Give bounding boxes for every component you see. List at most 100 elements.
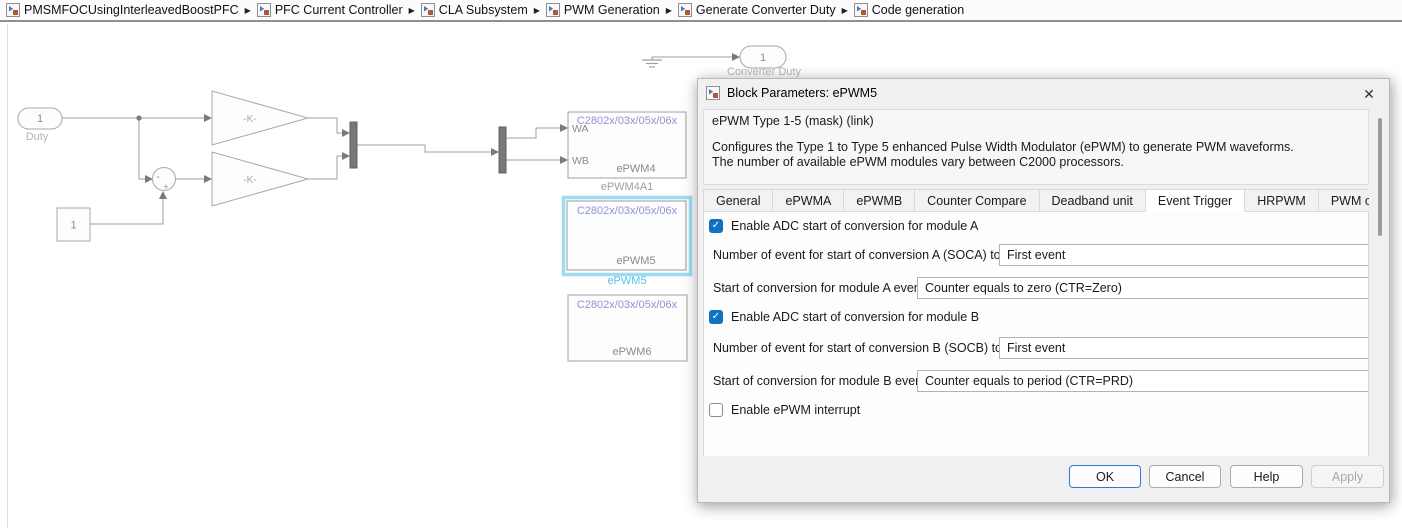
inport-caption: Duty [26,131,49,143]
sum-sign-plus: + [163,182,168,192]
breadcrumb-item-cla-subsystem[interactable]: CLA Subsystem [421,3,528,17]
inport-duty-block[interactable]: 1 Duty [18,108,62,143]
tab-general[interactable]: General [703,189,773,212]
sum-block[interactable]: - + [153,168,176,193]
constant-value: 1 [70,220,76,232]
gain-top-label: -K- [243,114,256,125]
epwm6-chip-label: C2802x/03x/05x/06x [577,299,678,311]
epwm4-chip-label: C2802x/03x/05x/06x [577,115,678,127]
epwm5-caption: ePWM5 [607,275,646,287]
subsystem-icon [854,3,868,17]
gain-top-block[interactable]: -K- [212,91,308,145]
check-icon: ✓ [712,221,720,231]
enable-soc-b-label: Enable ADC start of conversion for modul… [731,310,979,324]
breadcrumb-arrow-icon: ▶ [666,6,672,15]
breadcrumb: PMSMFOCUsingInterleavedBoostPFC ▶ PFC Cu… [0,0,1402,22]
enable-soc-b-row: ✓ Enable ADC start of conversion for mod… [709,310,979,324]
breadcrumb-label: PWM Generation [564,3,660,17]
epwm5-block-selected[interactable]: C2802x/03x/05x/06x ePWM5 ePWM5 [564,198,691,288]
apply-button[interactable]: Apply [1311,465,1384,488]
breadcrumb-item-generate-converter-duty[interactable]: Generate Converter Duty [678,3,836,17]
tab-pwm-chopper[interactable]: PWM c [1319,189,1369,212]
breadcrumb-item-pwm-generation[interactable]: PWM Generation [546,3,660,17]
enable-interrupt-row: Enable ePWM interrupt [709,403,860,417]
soca-count-dropdown[interactable]: First event [999,244,1369,266]
subsystem-icon [546,3,560,17]
enable-epwm-interrupt-label: Enable ePWM interrupt [731,403,860,417]
enable-epwm-interrupt-checkbox[interactable] [709,403,723,417]
constant-block[interactable]: 1 [57,208,90,241]
outport-converter-duty-block[interactable]: 1 Converter Duty [727,46,801,78]
breadcrumb-label: PFC Current Controller [275,3,403,17]
mask-title: ePWM Type 1-5 (mask) (link) [712,114,874,128]
epwm4-port-wa: WA [572,123,589,135]
breadcrumb-arrow-icon: ▶ [409,6,415,15]
inport-number: 1 [37,113,43,125]
tab-deadband-unit[interactable]: Deadband unit [1040,189,1146,212]
tab-hrpwm[interactable]: HRPWM [1245,189,1319,212]
socb-count-value: First event [1007,341,1065,355]
breadcrumb-label: Code generation [872,3,964,17]
tab-event-trigger[interactable]: Event Trigger [1146,189,1245,212]
vertical-scrollbar[interactable] [1378,118,1382,236]
epwm4-name: ePWM4 [616,163,655,175]
breadcrumb-arrow-icon: ▶ [842,6,848,15]
demux-block[interactable] [499,127,506,173]
epwm6-name: ePWM6 [612,346,651,358]
epwm4-block[interactable]: C2802x/03x/05x/06x WA WB ePWM4 ePWM4A1 [568,112,686,193]
ground-icon [642,57,662,67]
parameter-tabs: General ePWMA ePWMB Counter Compare Dead… [703,189,1369,213]
subsystem-icon [421,3,435,17]
cancel-button[interactable]: Cancel [1149,465,1221,488]
soca-event-dropdown[interactable]: Counter equals to zero (CTR=Zero) [917,277,1369,299]
mask-description-line1: Configures the Type 1 to Type 5 enhanced… [712,140,1294,155]
subsystem-icon [678,3,692,17]
epwm5-chip-label: C2802x/03x/05x/06x [577,205,678,217]
tab-counter-compare[interactable]: Counter Compare [915,189,1039,212]
tab-epwmb[interactable]: ePWMB [844,189,915,212]
epwm6-block[interactable]: C2802x/03x/05x/06x ePWM6 [568,295,687,361]
breadcrumb-arrow-icon: ▶ [245,6,251,15]
enable-soc-a-label: Enable ADC start of conversion for modul… [731,219,978,233]
breadcrumb-item-model[interactable]: PMSMFOCUsingInterleavedBoostPFC [6,3,239,17]
branch-dot [136,115,141,120]
breadcrumb-label: CLA Subsystem [439,3,528,17]
check-icon: ✓ [712,312,720,322]
enable-soc-b-checkbox[interactable]: ✓ [709,310,723,324]
mask-description-line2: The number of available ePWM modules var… [712,155,1294,170]
breadcrumb-item-pfc-current-controller[interactable]: PFC Current Controller [257,3,403,17]
subsystem-icon [706,86,720,100]
help-button[interactable]: Help [1230,465,1303,488]
epwm4-caption: ePWM4A1 [601,181,654,193]
breadcrumb-arrow-icon: ▶ [534,6,540,15]
tab-epwma[interactable]: ePWMA [773,189,844,212]
enable-soc-a-checkbox[interactable]: ✓ [709,219,723,233]
breadcrumb-label: PMSMFOCUsingInterleavedBoostPFC [24,3,239,17]
ok-button[interactable]: OK [1069,465,1141,488]
mux-block[interactable] [350,122,357,168]
socb-event-dropdown[interactable]: Counter equals to period (CTR=PRD) [917,370,1369,392]
gain-bottom-block[interactable]: -K- [212,152,308,206]
socb-event-value: Counter equals to period (CTR=PRD) [925,374,1133,388]
breadcrumb-label: Generate Converter Duty [696,3,836,17]
epwm4-port-wb: WB [572,155,589,167]
mask-description-panel: ePWM Type 1-5 (mask) (link) Configures t… [703,109,1369,185]
subsystem-icon [257,3,271,17]
outport-caption: Converter Duty [727,66,801,78]
mask-description: Configures the Type 1 to Type 5 enhanced… [712,140,1294,169]
sum-sign-minus: - [156,172,159,183]
breadcrumb-item-code-generation[interactable]: Code generation [854,3,964,17]
epwm5-name: ePWM5 [616,255,655,267]
block-parameters-dialog: Block Parameters: ePWM5 ✕ ePWM Type 1-5 … [697,78,1390,503]
close-icon[interactable]: ✕ [1360,85,1378,103]
subsystem-icon [6,3,20,17]
event-trigger-pane: ✓ Enable ADC start of conversion for mod… [703,212,1369,457]
soca-count-value: First event [1007,248,1065,262]
outport-number: 1 [760,52,766,64]
enable-soc-a-row: ✓ Enable ADC start of conversion for mod… [709,219,978,233]
dialog-button-bar: OK Cancel Help Apply [698,456,1389,502]
soca-event-value: Counter equals to zero (CTR=Zero) [925,281,1122,295]
socb-count-dropdown[interactable]: First event [999,337,1369,359]
dialog-titlebar[interactable]: Block Parameters: ePWM5 ✕ [698,79,1389,107]
dialog-title: Block Parameters: ePWM5 [727,86,877,100]
